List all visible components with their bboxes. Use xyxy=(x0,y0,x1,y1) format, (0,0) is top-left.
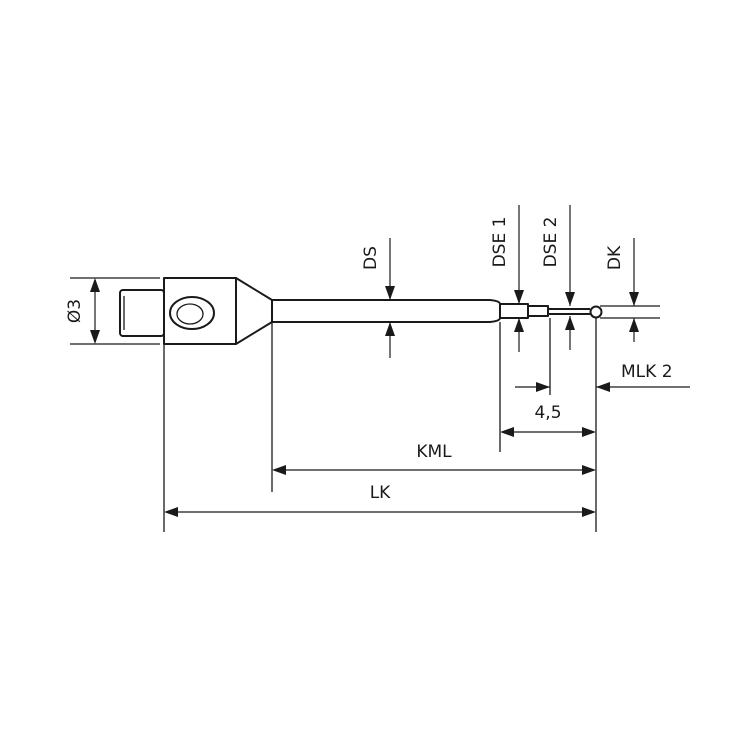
label-dse1: DSE 1 xyxy=(490,217,510,268)
dim-lk: LK xyxy=(164,483,596,517)
label-mlk2: MLK 2 xyxy=(621,362,673,382)
label-dk: DK xyxy=(605,245,625,270)
label-dia: Ø3 xyxy=(65,299,85,323)
extension-lines xyxy=(163,318,597,532)
dim-mlk2: MLK 2 xyxy=(515,362,690,392)
shaft-step-2 xyxy=(528,305,549,317)
ball-tip xyxy=(589,305,603,319)
label-4-5: 4,5 xyxy=(534,403,561,423)
dim-diameter: Ø3 xyxy=(65,277,160,345)
taper xyxy=(235,277,273,345)
cross-hole xyxy=(169,296,215,330)
label-kml: KML xyxy=(416,442,452,462)
dim-dse1: DSE 1 xyxy=(490,205,524,352)
thread-head xyxy=(119,289,165,337)
dim-kml: KML xyxy=(272,442,596,475)
label-ds: DS xyxy=(361,246,381,270)
stylus-body xyxy=(119,277,603,345)
label-lk: LK xyxy=(370,483,391,503)
dim-dk: DK xyxy=(600,238,660,342)
shaft-step-1 xyxy=(499,303,529,319)
dim-4-5: 4,5 xyxy=(500,403,596,437)
dim-dse2: DSE 2 xyxy=(541,205,575,350)
main-cylinder xyxy=(163,277,237,345)
dim-ds: DS xyxy=(361,238,395,358)
label-dse2: DSE 2 xyxy=(541,217,561,268)
